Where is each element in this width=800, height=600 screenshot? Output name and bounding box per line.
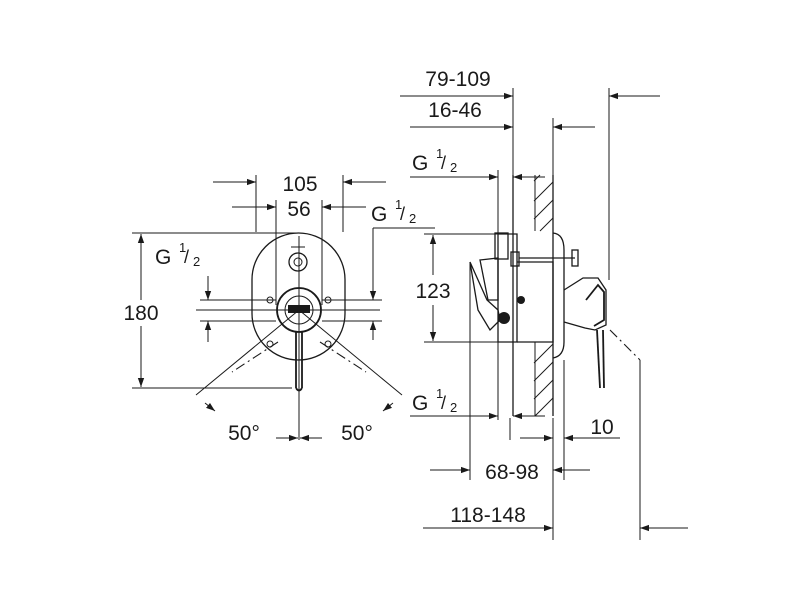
side-view: 79-109 16-46 G 1 / 2 123 G 1 / 2 10 68-9… — [400, 68, 688, 540]
valve-body-main — [517, 261, 554, 343]
dim-105-label: 105 — [282, 173, 317, 196]
thread-top-numerator: 1 — [436, 146, 443, 161]
dim-10-label: 10 — [590, 416, 613, 439]
lever-rotated-right — [319, 341, 367, 373]
wall-hatching — [533, 174, 554, 417]
valve-top-stem — [494, 232, 509, 260]
front-view: 105 56 180 G 1 / 2 G 1 / 2 50° — [123, 173, 435, 445]
thread-top-slash: / — [441, 153, 446, 173]
dim-123-label: 123 — [415, 280, 450, 303]
valve-side-fitting — [517, 296, 525, 304]
angle-left-arrow-diag — [204, 402, 216, 412]
escutcheon-section — [552, 232, 565, 359]
thread-left-slash: / — [184, 247, 189, 267]
thread-right-denominator: 2 — [409, 211, 416, 226]
thread-bottom-denominator: 2 — [450, 400, 457, 415]
thread-left-label: G — [155, 246, 171, 269]
handle-lever-back — [602, 329, 605, 389]
thread-right-slash: / — [400, 204, 405, 224]
valve-inlet-left — [479, 257, 499, 301]
angle-ref-left — [195, 309, 300, 396]
dim-180-label: 180 — [123, 302, 158, 325]
handle-lever-front — [596, 329, 601, 389]
thread-top-denominator: 2 — [450, 160, 457, 175]
angle-right-arrow-diag — [382, 402, 394, 412]
dim-118-148-label: 118-148 — [450, 504, 526, 527]
dim-79-109-label: 79-109 — [425, 68, 490, 91]
thread-left-denominator: 2 — [193, 254, 200, 269]
valve-outlet-spout — [469, 261, 501, 332]
valve-spindle-cap — [571, 249, 579, 267]
dim-56-label: 56 — [287, 198, 310, 221]
diverter-knob-center — [293, 257, 303, 267]
angle-ref-right — [298, 309, 403, 396]
thread-right-numerator: 1 — [395, 197, 402, 212]
thread-right-label: G — [371, 203, 387, 226]
dim-16-46-label: 16-46 — [428, 99, 482, 122]
thread-bottom-slash: / — [441, 393, 446, 413]
handle-body — [563, 277, 607, 331]
angle-right-label: 50° — [341, 422, 373, 445]
valve-top-connector — [510, 251, 520, 267]
thread-left-numerator: 1 — [179, 240, 186, 255]
angle-left-label: 50° — [228, 422, 260, 445]
thread-bottom-numerator: 1 — [436, 386, 443, 401]
handle-lever-rotated — [609, 329, 641, 361]
thread-bottom-label: G — [412, 392, 428, 415]
thread-top-label: G — [412, 152, 428, 175]
lever-rotated-left — [231, 341, 279, 373]
handle-grip — [585, 283, 605, 327]
diverter-knob — [288, 252, 308, 272]
valve-bottom-fitting — [498, 312, 510, 324]
dim-68-98-label: 68-98 — [485, 461, 539, 484]
